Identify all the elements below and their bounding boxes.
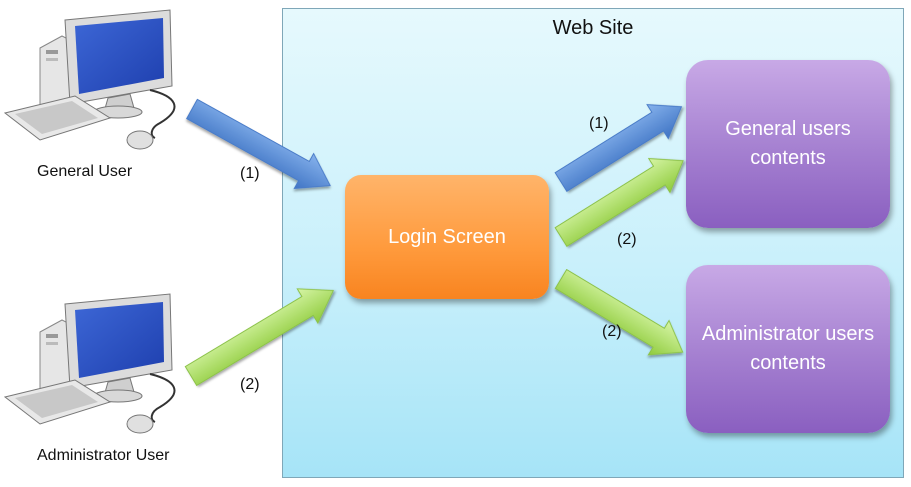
label-login-to-admin: (2) <box>602 323 622 340</box>
administrator-user-computer-icon <box>3 293 176 434</box>
arrow-login-to-general-blue <box>554 104 683 193</box>
arrow-login-to-admin <box>554 268 684 356</box>
general-users-contents-box: General users contents <box>686 60 890 228</box>
administrator-user-label: Administrator User <box>37 447 170 464</box>
website-title: Web Site <box>552 17 634 39</box>
label-login-to-general-1: (1) <box>589 115 609 132</box>
label-login-to-general-2: (2) <box>617 231 637 248</box>
arrow-admin-to-login <box>184 288 335 387</box>
administrator-users-contents-box: Administrator users contents <box>686 265 890 433</box>
label-general-to-login: (1) <box>240 165 260 182</box>
general-user-label: General User <box>37 163 133 180</box>
arrow-login-to-general-green <box>554 158 684 248</box>
label-admin-to-login: (2) <box>240 376 260 393</box>
login-screen-box: Login Screen <box>345 175 549 299</box>
general-users-contents-label: General users contents <box>725 118 851 169</box>
general-user-computer-icon <box>3 9 176 150</box>
arrow-general-to-login <box>185 98 331 190</box>
administrator-users-contents-label: Administrator users contents <box>701 323 875 374</box>
login-screen-label: Login Screen <box>388 225 506 248</box>
